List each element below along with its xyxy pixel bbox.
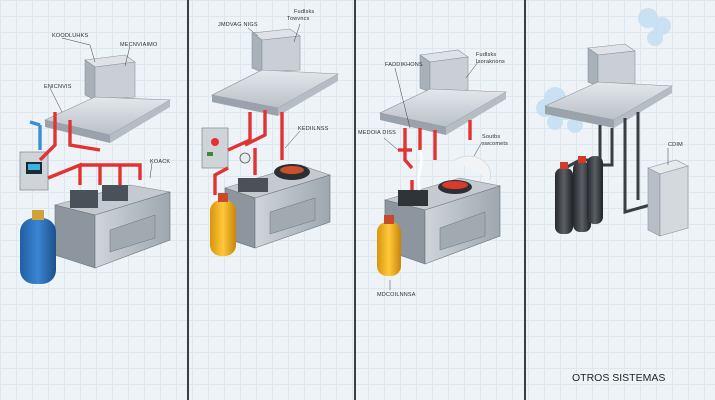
gas-tank bbox=[20, 210, 56, 284]
cooking-line bbox=[383, 149, 502, 265]
extraction-hood bbox=[379, 49, 508, 135]
control-cabinet bbox=[647, 159, 689, 237]
panel-4: CDIM OTROS SISTEMAS bbox=[536, 8, 689, 384]
gas-cylinders bbox=[555, 156, 603, 234]
extraction-hood bbox=[44, 54, 172, 143]
label-top-left: JMDVAG NIGS bbox=[218, 22, 258, 28]
label-right: CDIM bbox=[668, 142, 683, 148]
panel-divider-1 bbox=[187, 0, 189, 400]
extraction-hood bbox=[544, 43, 674, 128]
panel-title: OTROS SISTEMAS bbox=[572, 372, 665, 384]
cooking-line bbox=[53, 184, 171, 269]
panel-divider-3 bbox=[524, 0, 526, 400]
gas-pipes bbox=[213, 110, 284, 195]
panel-1: KOODLUHKS MECNVIAIMO ENICNVIS KOACK bbox=[19, 33, 172, 284]
label-mid-left: ENICNVIS bbox=[44, 84, 72, 90]
label-right: KEDIILNSS bbox=[298, 126, 329, 132]
label-top-left: FADDIKHONS bbox=[385, 62, 423, 68]
gas-tank bbox=[377, 215, 401, 276]
cooking-line bbox=[224, 164, 331, 249]
label-right: KOACK bbox=[150, 159, 170, 165]
label-top-left: KOODLUHKS bbox=[52, 33, 88, 39]
extraction-hood bbox=[211, 28, 340, 116]
gas-pipes bbox=[398, 120, 472, 195]
panel-divider-2 bbox=[354, 0, 356, 400]
control-box bbox=[201, 127, 251, 169]
label-left: MEDOIA DISS bbox=[358, 130, 396, 136]
gas-tank bbox=[210, 193, 236, 256]
label-top-right: MECNVIAIMO bbox=[120, 42, 158, 48]
gas-pipes bbox=[29, 112, 142, 185]
label-bottom: MDCOILNNSA bbox=[377, 292, 416, 298]
